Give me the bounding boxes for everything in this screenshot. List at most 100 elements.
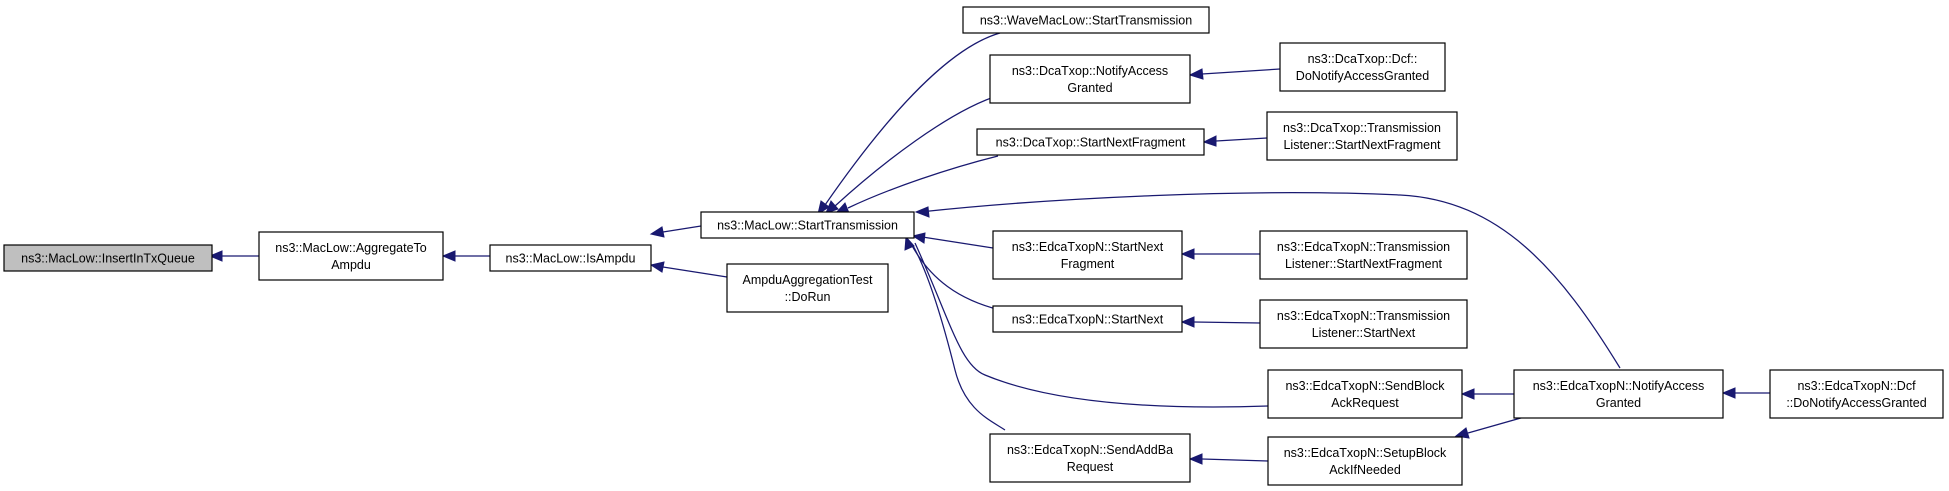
arrowhead-edca-start-next xyxy=(1180,316,1195,328)
node-ampdu-aggregation-test-do-run[interactable]: AmpduAggregationTest::DoRun xyxy=(726,263,889,313)
node-label-line: ns3::MacLow::AggregateTo xyxy=(275,241,427,255)
node-edca-transmission-listener-start-next[interactable]: ns3::EdcaTxopN::TransmissionListener::St… xyxy=(1259,299,1468,349)
node-label-line: DoNotifyAccessGranted xyxy=(1296,69,1429,83)
node-box xyxy=(1267,369,1463,419)
nodes-layer: ns3::MacLow::InsertInTxQueue ns3::MacLow:… xyxy=(3,6,1944,486)
node-label-line: Granted xyxy=(1596,396,1641,410)
edge-edca-notify-access-granted-to-start-transmission xyxy=(919,192,1621,369)
arrowhead-start-transmission-dca-notify xyxy=(825,200,839,214)
node-label-line: ns3::DcaTxop::Dcf:: xyxy=(1308,52,1418,66)
node-box xyxy=(1769,369,1944,419)
node-label-line: Request xyxy=(1067,460,1114,474)
node-insert-in-tx-queue[interactable]: ns3::MacLow::InsertInTxQueue xyxy=(3,244,213,272)
node-dca-txop-notify-access-granted[interactable]: ns3::DcaTxop::NotifyAccessGranted xyxy=(989,54,1191,104)
node-box xyxy=(976,128,1205,156)
node-edca-transmission-listener-start-next-fragment[interactable]: ns3::EdcaTxopN::TransmissionListener::St… xyxy=(1259,230,1468,280)
node-box xyxy=(989,54,1191,104)
edge-edca-send-add-ba-request-to-start-transmission xyxy=(911,243,1006,431)
node-label-line: ns3::EdcaTxopN::StartNext xyxy=(1012,313,1164,327)
arrowhead-insert-in-tx-queue xyxy=(208,250,223,262)
node-label-line: ns3::MacLow::StartTransmission xyxy=(717,219,898,233)
node-wave-mac-low-start-transmission[interactable]: ns3::WaveMacLow::StartTransmission xyxy=(962,6,1210,34)
edge-dca-txop-start-next-fragment-to-start-transmission xyxy=(847,155,999,209)
edge-dca-dcf-do-notify-to-dca-notify-access xyxy=(1201,68,1281,75)
node-box xyxy=(1266,111,1458,161)
node-label-line: ns3::DcaTxop::StartNextFragment xyxy=(996,136,1186,150)
arrowhead-dca-notify-access xyxy=(1188,68,1204,80)
arrowhead-start-transmission-edca-next xyxy=(904,235,915,251)
node-box xyxy=(1279,42,1446,92)
node-box xyxy=(1259,299,1468,349)
node-label-line: ns3::EdcaTxopN::StartNext xyxy=(1012,240,1164,254)
arrowhead-edca-notify-access xyxy=(1721,387,1736,399)
node-edca-dcf-do-notify-access-granted[interactable]: ns3::EdcaTxopN::Dcf::DoNotifyAccessGrant… xyxy=(1769,369,1944,419)
node-label-line: ns3::EdcaTxopN::SetupBlock xyxy=(1284,446,1447,460)
edge-dca-txop-notify-access-to-start-transmission xyxy=(834,94,1001,207)
node-label-line: Listener::StartNextFragment xyxy=(1283,138,1441,152)
node-label-line: Listener::StartNextFragment xyxy=(1285,257,1443,271)
edge-edca-transmission-listener-next-to-edca-start-next xyxy=(1193,321,1261,324)
node-label-line: ns3::EdcaTxopN::NotifyAccess xyxy=(1533,379,1705,393)
node-is-ampdu[interactable]: ns3::MacLow::IsAmpdu xyxy=(489,244,652,272)
node-box xyxy=(989,433,1191,483)
node-start-transmission[interactable]: ns3::MacLow::StartTransmission xyxy=(700,211,915,239)
node-label-line: ::DoNotifyAccessGranted xyxy=(1786,396,1926,410)
arrowhead-is-ampdu-bottom xyxy=(649,261,665,273)
node-edca-start-next[interactable]: ns3::EdcaTxopN::StartNext xyxy=(992,305,1183,333)
node-label-line: ns3::DcaTxop::Transmission xyxy=(1283,121,1441,135)
node-box xyxy=(1259,230,1468,280)
node-label-line: AckRequest xyxy=(1331,396,1399,410)
edge-edca-start-next-to-start-transmission xyxy=(909,241,1001,311)
node-label-line: ns3::MacLow::IsAmpdu xyxy=(506,252,636,266)
node-label-line: AmpduAggregationTest xyxy=(743,273,873,287)
arrowhead-edca-send-add-ba xyxy=(1188,453,1203,465)
node-box xyxy=(992,305,1183,333)
edge-ampdu-aggregation-test-to-is-ampdu xyxy=(662,266,728,278)
node-label-line: ::DoRun xyxy=(785,290,831,304)
node-label-line: AckIfNeeded xyxy=(1329,463,1401,477)
node-box xyxy=(489,244,652,272)
node-label-line: ns3::EdcaTxopN::SendBlock xyxy=(1285,379,1445,393)
node-label-line: ns3::MacLow::InsertInTxQueue xyxy=(21,252,195,266)
node-label-line: ns3::WaveMacLow::StartTransmission xyxy=(980,14,1192,28)
arrowhead-start-transmission-edca-notify xyxy=(914,206,930,218)
arrowhead-is-ampdu-top xyxy=(649,226,665,238)
node-label-line: ns3::EdcaTxopN::SendAddBa xyxy=(1007,443,1173,457)
node-dca-txop-start-next-fragment[interactable]: ns3::DcaTxop::StartNextFragment xyxy=(976,128,1205,156)
node-edca-start-next-fragment[interactable]: ns3::EdcaTxopN::StartNextFragment xyxy=(992,230,1183,280)
node-box xyxy=(962,6,1210,34)
arrowhead-start-transmission-edca-fragment xyxy=(911,232,926,244)
node-label-line: Listener::StartNext xyxy=(1312,326,1416,340)
arrowhead-dca-start-next-fragment xyxy=(1202,135,1217,147)
edge-setup-block-ack-to-send-add-ba-request xyxy=(1201,458,1269,462)
edge-edca-start-next-fragment-to-start-transmission xyxy=(915,235,994,249)
node-box xyxy=(1513,369,1724,419)
arrowhead-aggregate-to-ampdu xyxy=(441,250,456,262)
node-box xyxy=(1267,436,1463,486)
node-label-line: ns3::EdcaTxopN::Transmission xyxy=(1277,309,1450,323)
edge-start-transmission-to-is-ampdu xyxy=(662,225,702,233)
edge-edca-send-block-ack-request-to-start-transmission xyxy=(914,242,1269,408)
node-dca-txop-transmission-listener-start-next-fragment[interactable]: ns3::DcaTxop::TransmissionListener::Star… xyxy=(1266,111,1458,161)
arrowhead-edca-send-block-ack xyxy=(1460,388,1475,400)
edge-wave-mac-low-to-start-transmission xyxy=(824,32,1001,206)
node-label-line: Ampdu xyxy=(331,258,371,272)
arrowhead-edca-start-next-fragment xyxy=(1180,248,1195,260)
arrowhead-start-transmission-wave xyxy=(817,200,830,216)
node-box xyxy=(726,263,889,313)
node-box xyxy=(992,230,1183,280)
edge-dca-transmission-listener-to-dca-start-next-fragment xyxy=(1215,137,1268,142)
node-box xyxy=(258,231,444,281)
node-box xyxy=(700,211,915,239)
node-label-line: Granted xyxy=(1067,81,1112,95)
node-label-line: ns3::DcaTxop::NotifyAccess xyxy=(1012,64,1168,78)
node-box xyxy=(3,244,213,272)
node-dca-txop-dcf-do-notify-access-granted[interactable]: ns3::DcaTxop::Dcf::DoNotifyAccessGranted xyxy=(1279,42,1446,92)
edges-layer xyxy=(208,32,1770,465)
node-edca-notify-access-granted[interactable]: ns3::EdcaTxopN::NotifyAccessGranted xyxy=(1513,369,1724,419)
